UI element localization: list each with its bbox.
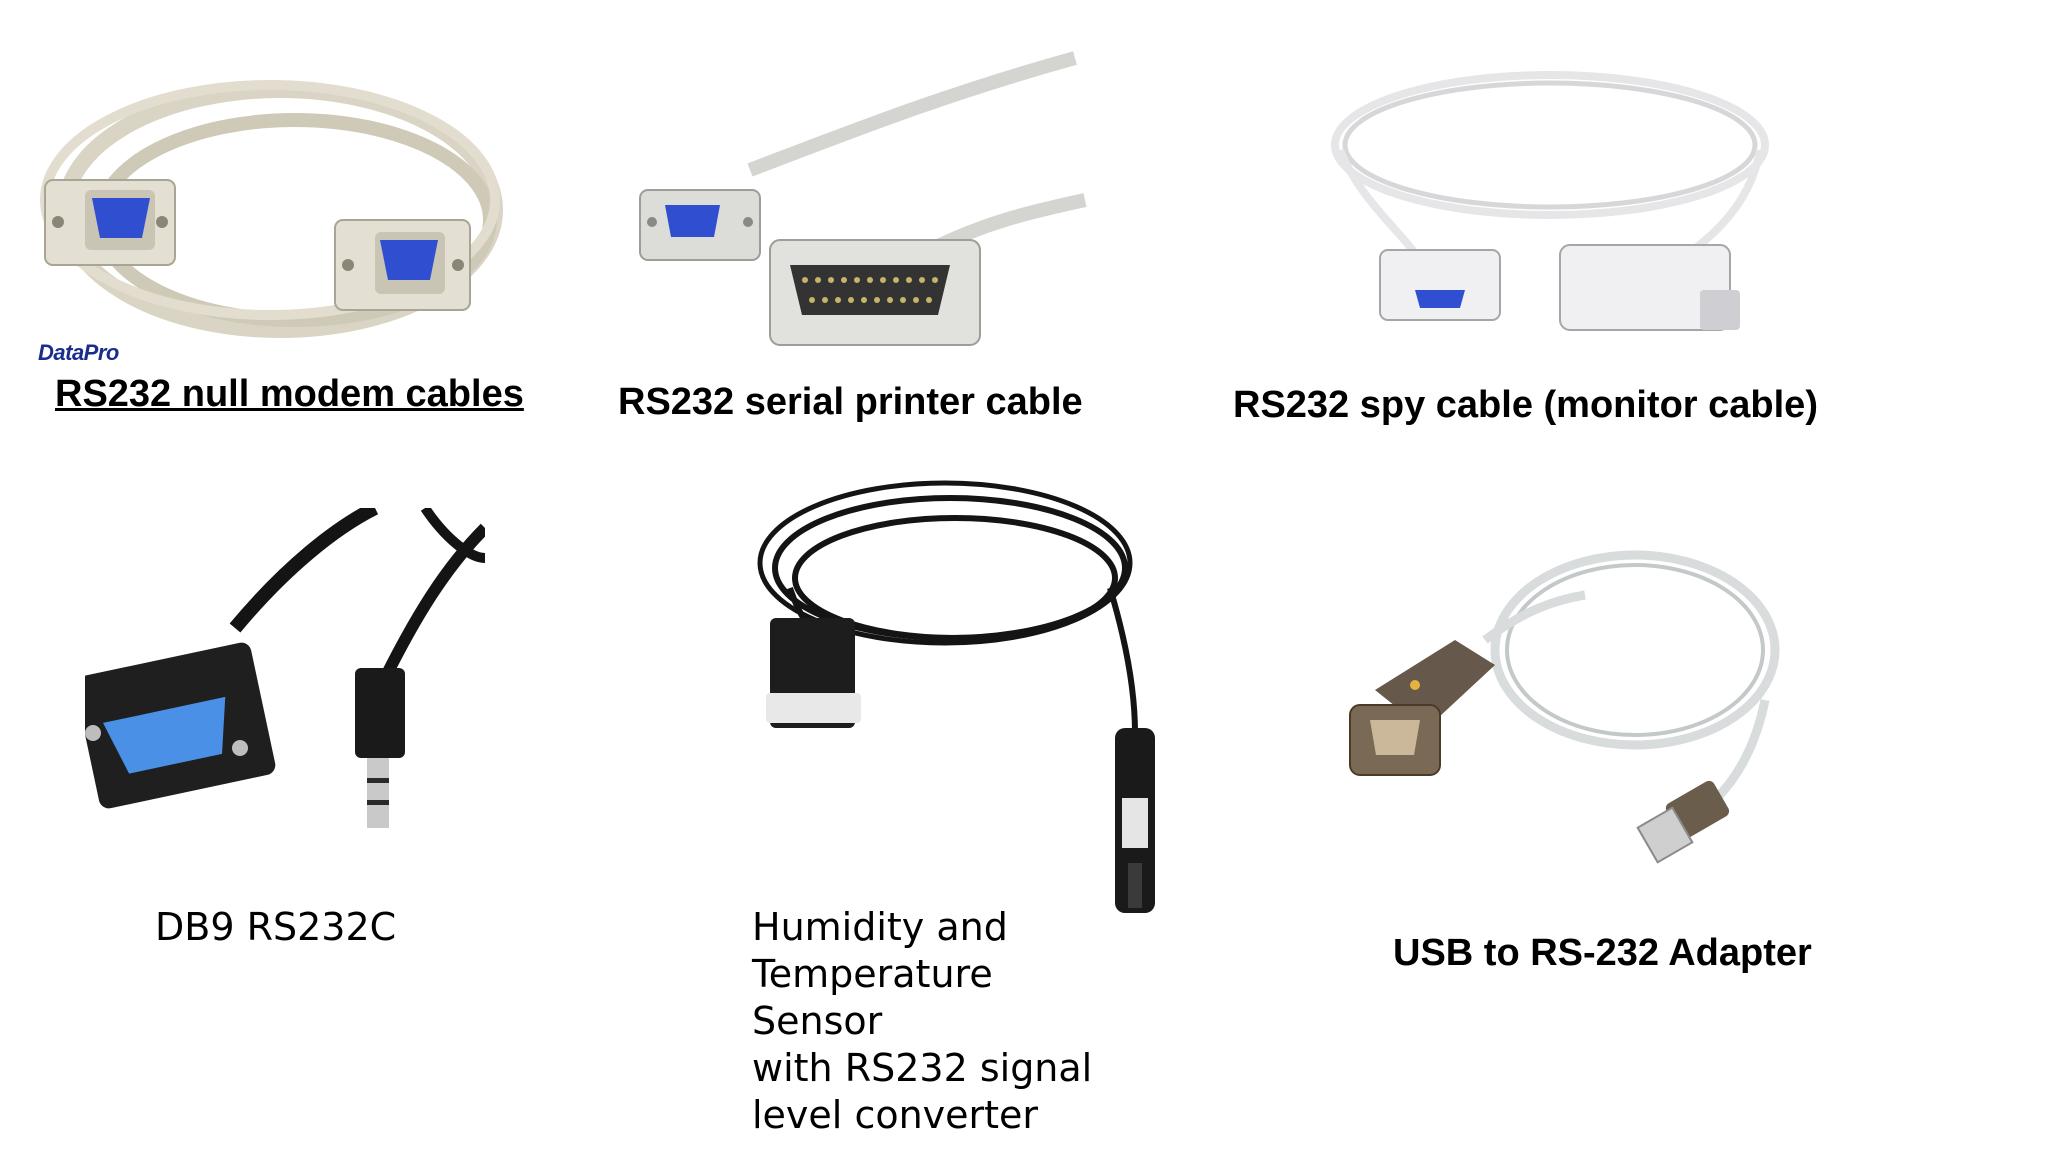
serial-printer-cable-image	[630, 50, 1090, 360]
caption-serial-printer-cable: RS232 serial printer cable	[618, 381, 1083, 423]
caption-null-modem-cables: RS232 null modem cables	[55, 373, 524, 415]
datapro-logo: DataPro	[38, 340, 119, 365]
caption-usb-rs232-adapter: USB to RS-232 Adapter	[1393, 932, 1812, 974]
caption-spy-cable: RS232 spy cable (monitor cable)	[1233, 384, 1818, 426]
null-modem-cable-image	[30, 40, 530, 355]
humidity-sensor-image	[740, 468, 1160, 918]
caption-humidity-sensor: Humidity and Temperature Sensor with RS2…	[752, 905, 1093, 1137]
caption-db9-rs232c: DB9 RS232C	[155, 905, 397, 949]
db9-rs232c-image	[85, 508, 485, 838]
usb-rs232-adapter-image	[1335, 520, 1795, 875]
spy-cable-image	[1320, 60, 1770, 360]
